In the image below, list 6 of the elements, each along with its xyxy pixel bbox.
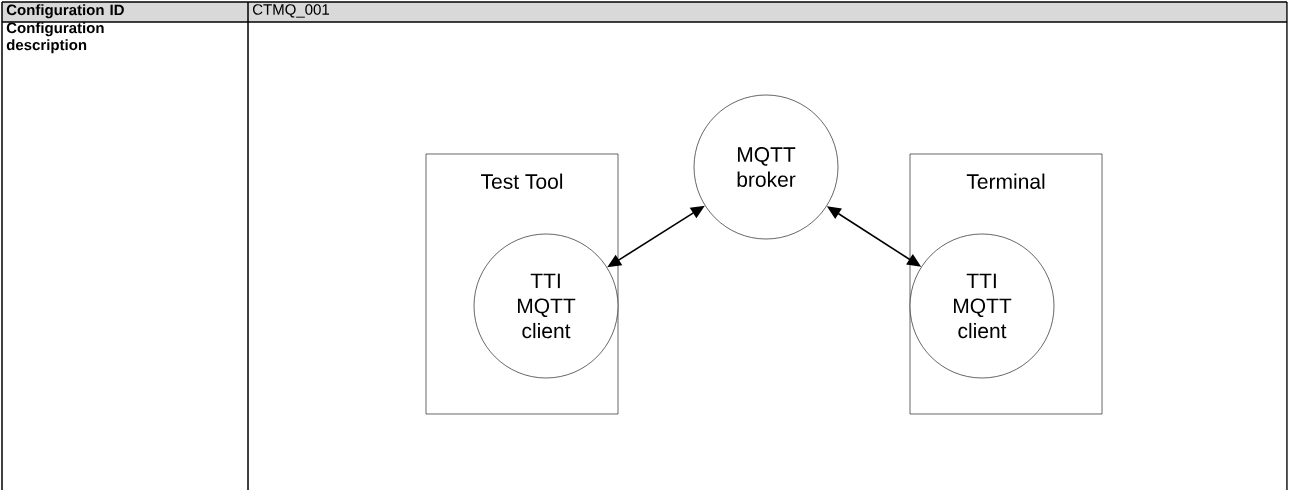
table-cell: Configuration description [6,22,104,54]
table-cell: CTMQ_001 [252,4,329,18]
circle-node: MQTT broker [693,94,839,240]
circle-node: TTI MQTT client [909,233,1055,379]
table-cell: Configuration ID [6,4,124,19]
circle-node: TTI MQTT client [473,233,619,379]
